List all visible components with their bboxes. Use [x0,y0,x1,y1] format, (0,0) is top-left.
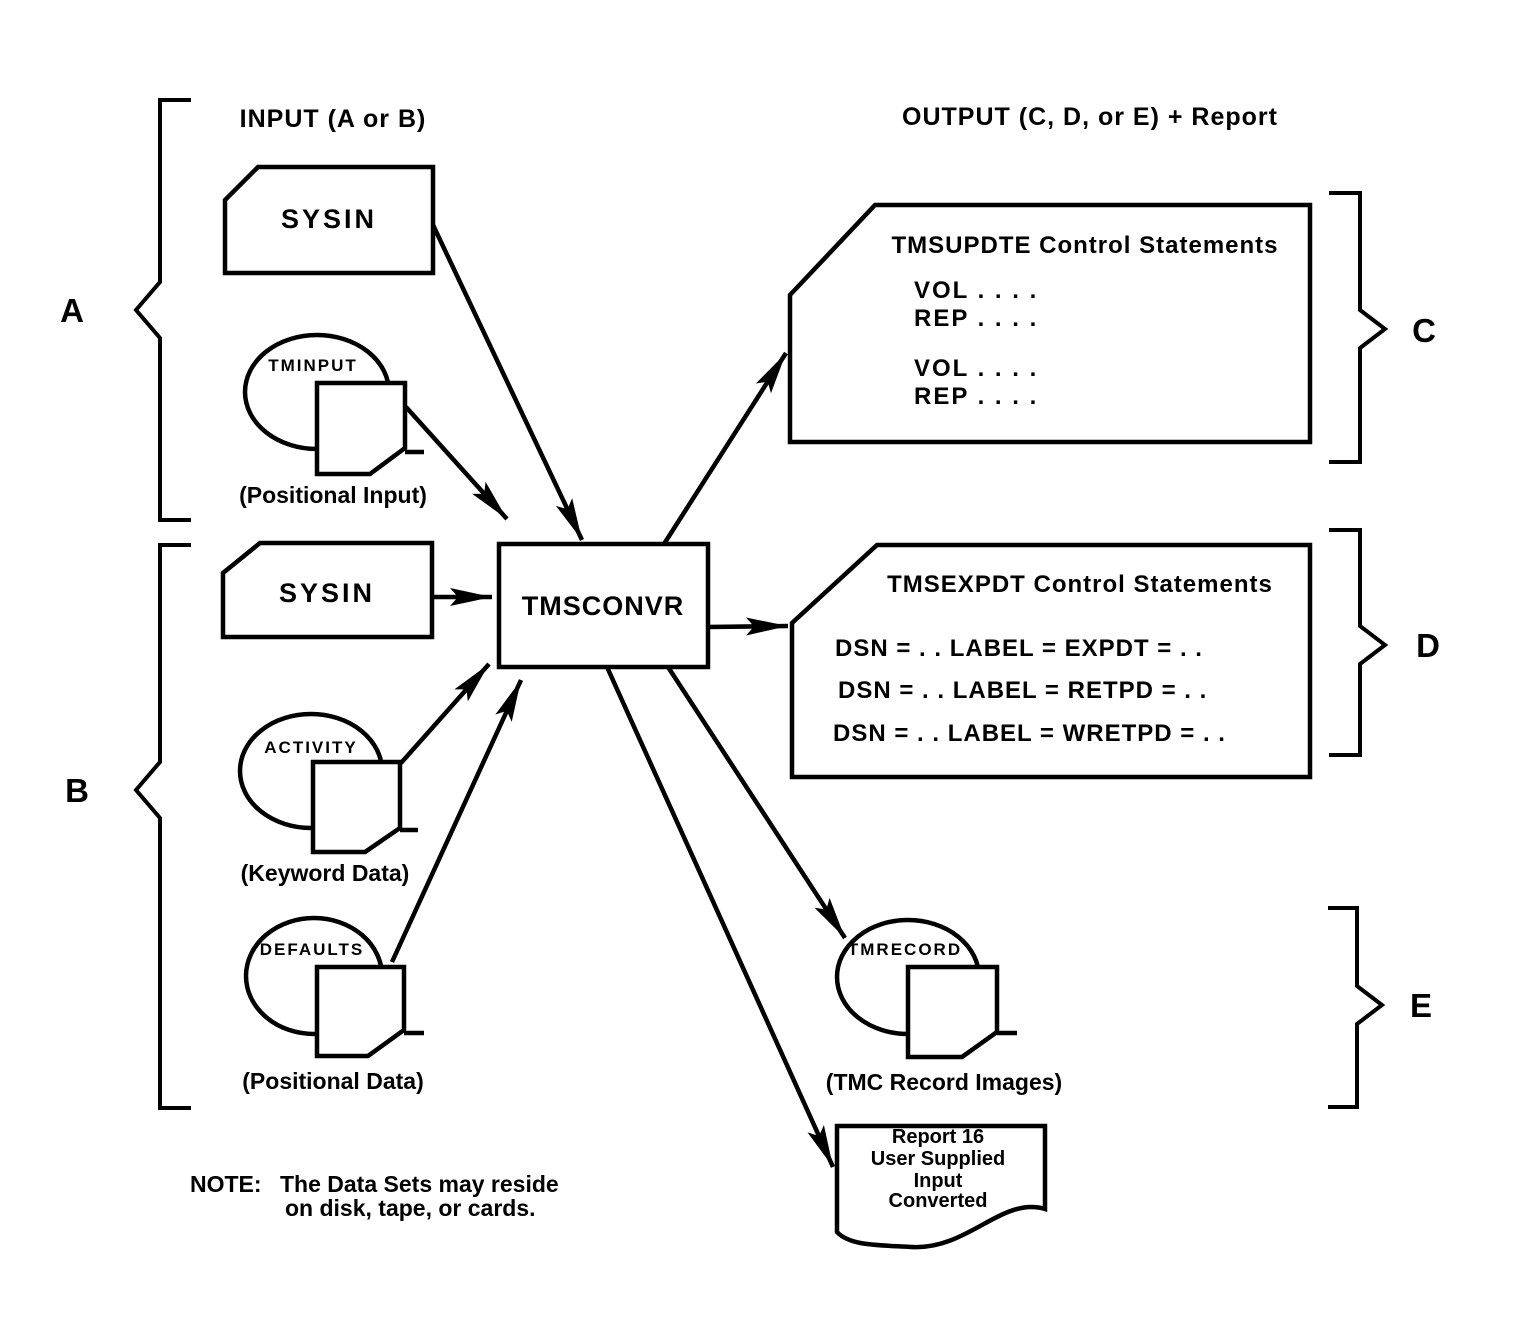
tmsconvr-box [496,541,711,670]
bracket-e-label: E [1410,987,1432,1024]
output-d-outline [789,542,1313,780]
arrow-sysin-a-to-tmsconvr [430,224,585,541]
bracket-a [133,98,191,522]
tmrecord-name: TMRECORD [848,940,962,959]
report-line: User Supplied [871,1148,1005,1170]
output-d-box: TMSEXPDT Control Statements DSN = . . LA… [789,542,1313,780]
output-c-box: TMSUPDTE Control Statements VOL . . . . … [787,202,1313,445]
tminput-name: TMINPUT [268,356,358,375]
defaults-body-icon [314,964,407,1059]
tminput-caption: (Positional Input) [239,482,427,508]
input-heading: INPUT (A or B) [240,105,427,133]
tminput-body-icon [314,380,408,477]
tmrecord-body-icon [905,964,1000,1060]
bracket-d-label: D [1416,627,1440,664]
tmrecord-caption: (TMC Record Images) [826,1069,1062,1095]
note-line2: on disk, tape, or cards. [285,1195,536,1221]
bracket-e [1328,906,1386,1109]
bracket-d [1329,528,1389,757]
tmsconvr-label: TMSCONVR [522,591,685,621]
report-line: Input [914,1170,963,1192]
output-c-line: VOL . . . . [914,355,1038,382]
output-c-line: REP . . . . [914,305,1038,332]
arrow-defaults-to-tmsconvr [389,679,524,963]
report-line: Converted [889,1190,988,1212]
arrow-tmsconvr-to-report [604,666,836,1168]
tmrecord-symbol: TMRECORD [834,917,1017,1060]
output-c-line: REP . . . . [914,383,1038,410]
report-outline [834,1123,1048,1250]
sysin-a-label: SYSIN [281,204,377,234]
defaults-symbol: DEFAULTS [243,915,424,1059]
bracket-c-label: C [1412,312,1436,349]
output-c-line: VOL . . . . [914,277,1038,304]
arrow-activity-to-tmsconvr [399,662,491,765]
bracket-b [133,543,191,1110]
report-document: Report 16 User Supplied Input Converted [834,1123,1048,1250]
sysin-b-label: SYSIN [279,578,375,608]
output-c-outline [787,202,1313,445]
sysin-b-box [220,540,435,640]
bracket-a-label: A [60,292,84,329]
tminput-symbol: TMINPUT [242,332,424,477]
note-prefix: NOTE: [190,1171,262,1197]
sysin-a-box [222,164,436,276]
activity-caption: (Keyword Data) [241,860,410,886]
output-d-line: DSN = . . LABEL = RETPD = . . [838,677,1207,704]
output-c-title: TMSUPDTE Control Statements [891,232,1278,259]
arrow-tmsconvr-to-box-d [707,617,789,636]
bracket-c [1329,191,1389,464]
output-d-line: DSN = . . LABEL = WRETPD = . . [833,720,1226,747]
note-line1: The Data Sets may reside [280,1171,559,1197]
output-d-title: TMSEXPDT Control Statements [887,571,1273,598]
output-d-line: DSN = . . LABEL = EXPDT = . . [835,635,1203,662]
activity-body-icon [310,759,403,855]
report-line: Report 16 [892,1126,984,1148]
activity-name: ACTIVITY [264,738,357,757]
output-heading: OUTPUT (C, D, or E) + Report [902,103,1278,131]
defaults-caption: (Positional Data) [242,1068,423,1094]
arrow-tmsconvr-to-tmrecord [666,665,847,940]
activity-symbol: ACTIVITY [237,711,418,855]
bracket-b-label: B [65,772,89,809]
note: NOTE: The Data Sets may reside on disk, … [190,1171,559,1221]
defaults-name: DEFAULTS [260,940,364,959]
arrow-tmsconvr-to-box-c [662,351,788,546]
arrow-tminput-to-tmsconvr [404,405,509,521]
